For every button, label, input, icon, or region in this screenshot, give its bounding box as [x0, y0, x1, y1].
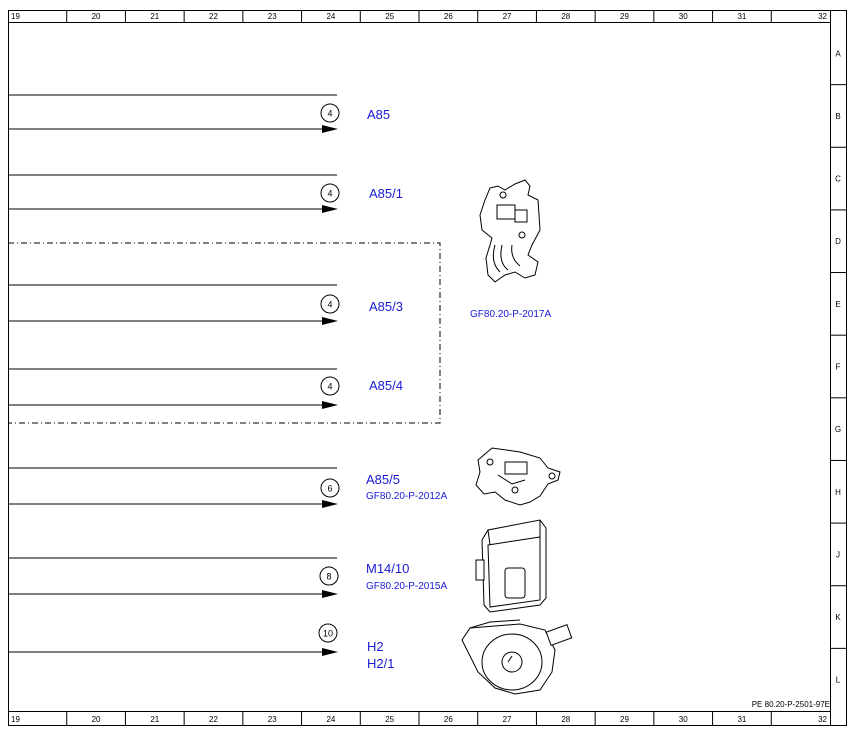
circle-number: 4 — [327, 109, 332, 119]
component-label-a85-4: A85/4 — [369, 378, 403, 393]
connector-circle — [320, 294, 340, 314]
connector-circle — [320, 103, 340, 123]
column-label-bottom: 25 — [385, 715, 394, 724]
column-label-top: 29 — [620, 12, 629, 21]
arrow-icon — [322, 590, 338, 598]
column-label-bottom: 24 — [326, 715, 335, 724]
column-label-bottom: 22 — [209, 715, 218, 724]
arrow-icon — [322, 205, 338, 213]
row-label: L — [836, 676, 841, 685]
connector-circle — [320, 183, 340, 203]
column-label-top: 25 — [385, 12, 394, 21]
component-label-m14-10: M14/10 — [366, 561, 409, 576]
row-label: K — [835, 613, 841, 622]
column-label-top: 26 — [444, 12, 453, 21]
column-label-bottom: 21 — [150, 715, 159, 724]
dashed-enclosure — [8, 242, 441, 424]
row-label: D — [835, 237, 841, 246]
column-label-top: 21 — [150, 12, 159, 21]
row-label: F — [836, 363, 841, 372]
arrow-icon — [322, 401, 338, 409]
column-label-bottom: 19 — [11, 715, 20, 724]
column-label-bottom: 26 — [444, 715, 453, 724]
arrow-icon — [322, 317, 338, 325]
actuator-motor-illustration — [475, 519, 547, 613]
column-label-bottom: 32 — [818, 715, 827, 724]
column-label-bottom: 29 — [620, 715, 629, 724]
wire-group-m14-10: 8 M14/10 GF80.20-P-2015A — [8, 557, 447, 598]
component-ref-m14-10: GF80.20-P-2015A — [366, 581, 447, 592]
arrow-icon — [322, 125, 338, 133]
diagram-frame — [8, 10, 847, 726]
circle-number: 8 — [326, 572, 331, 582]
component-label-a85: A85 — [367, 107, 390, 122]
component-label-a85-3: A85/3 — [369, 299, 403, 314]
circle-number: 10 — [323, 629, 333, 639]
column-label-bottom: 30 — [679, 715, 688, 724]
row-label: E — [835, 300, 840, 309]
column-label-top: 31 — [737, 12, 746, 21]
column-label-top: 27 — [503, 12, 512, 21]
wire-group-a85-3: 4 A85/3 — [8, 284, 403, 325]
column-label-top: 28 — [561, 12, 570, 21]
row-label: H — [835, 488, 841, 497]
document-number: PE 80.20-P-2501-97E — [752, 700, 830, 709]
column-label-bottom: 31 — [737, 715, 746, 724]
column-label-bottom: 28 — [561, 715, 570, 724]
horn-illustration — [461, 619, 573, 695]
component-label-a85-1: A85/1 — [369, 186, 403, 201]
column-label-bottom: 23 — [268, 715, 277, 724]
circle-number: 4 — [327, 382, 332, 392]
wire-group-a85-1: 4 A85/1 — [8, 174, 403, 213]
column-label-top: 19 — [11, 12, 20, 21]
row-label: C — [835, 175, 841, 184]
column-label-bottom: 20 — [92, 715, 101, 724]
component-label-a85-5: A85/5 — [366, 472, 400, 487]
trunk-lock-illustration — [475, 447, 561, 506]
door-lock-illustration — [479, 179, 541, 283]
column-label-top: 22 — [209, 12, 218, 21]
connector-circle — [320, 376, 340, 396]
row-grid: A B C D E F G H J K L — [830, 49, 846, 685]
column-grid: 19 19 20 20 21 21 22 22 23 23 24 24 25 25 26 26 27 27 28 28… — [11, 10, 828, 726]
arrow-icon — [322, 648, 338, 656]
component-label-h2-1: H2/1 — [367, 656, 394, 671]
circle-number: 4 — [327, 189, 332, 199]
wire-group-a85-4: 4 A85/4 — [8, 368, 403, 409]
row-label: J — [836, 550, 840, 559]
column-label-top: 23 — [268, 12, 277, 21]
column-label-top: 24 — [326, 12, 335, 21]
column-label-top: 20 — [92, 12, 101, 21]
row-label: B — [835, 112, 840, 121]
circle-number: 4 — [327, 300, 332, 310]
wire-group-a85-5: 6 A85/5 GF80.20-P-2012A — [8, 467, 447, 508]
component-ref-a85-5: GF80.20-P-2012A — [366, 491, 447, 502]
connector-circle — [318, 623, 338, 643]
column-label-top: 30 — [679, 12, 688, 21]
wire-group-a85: 4 A85 — [8, 94, 390, 133]
component-ref-lock: GF80.20-P-2017A — [470, 309, 551, 320]
row-label: A — [835, 49, 841, 58]
column-label-bottom: 27 — [503, 715, 512, 724]
arrow-icon — [322, 500, 338, 508]
connector-circle — [319, 566, 339, 586]
column-label-top: 32 — [818, 12, 827, 21]
row-label: G — [835, 425, 841, 434]
connector-circle — [320, 478, 340, 498]
circle-number: 6 — [327, 484, 332, 494]
component-label-h2: H2 — [367, 639, 384, 654]
wire-group-h2: 10 H2 H2/1 — [8, 623, 394, 671]
